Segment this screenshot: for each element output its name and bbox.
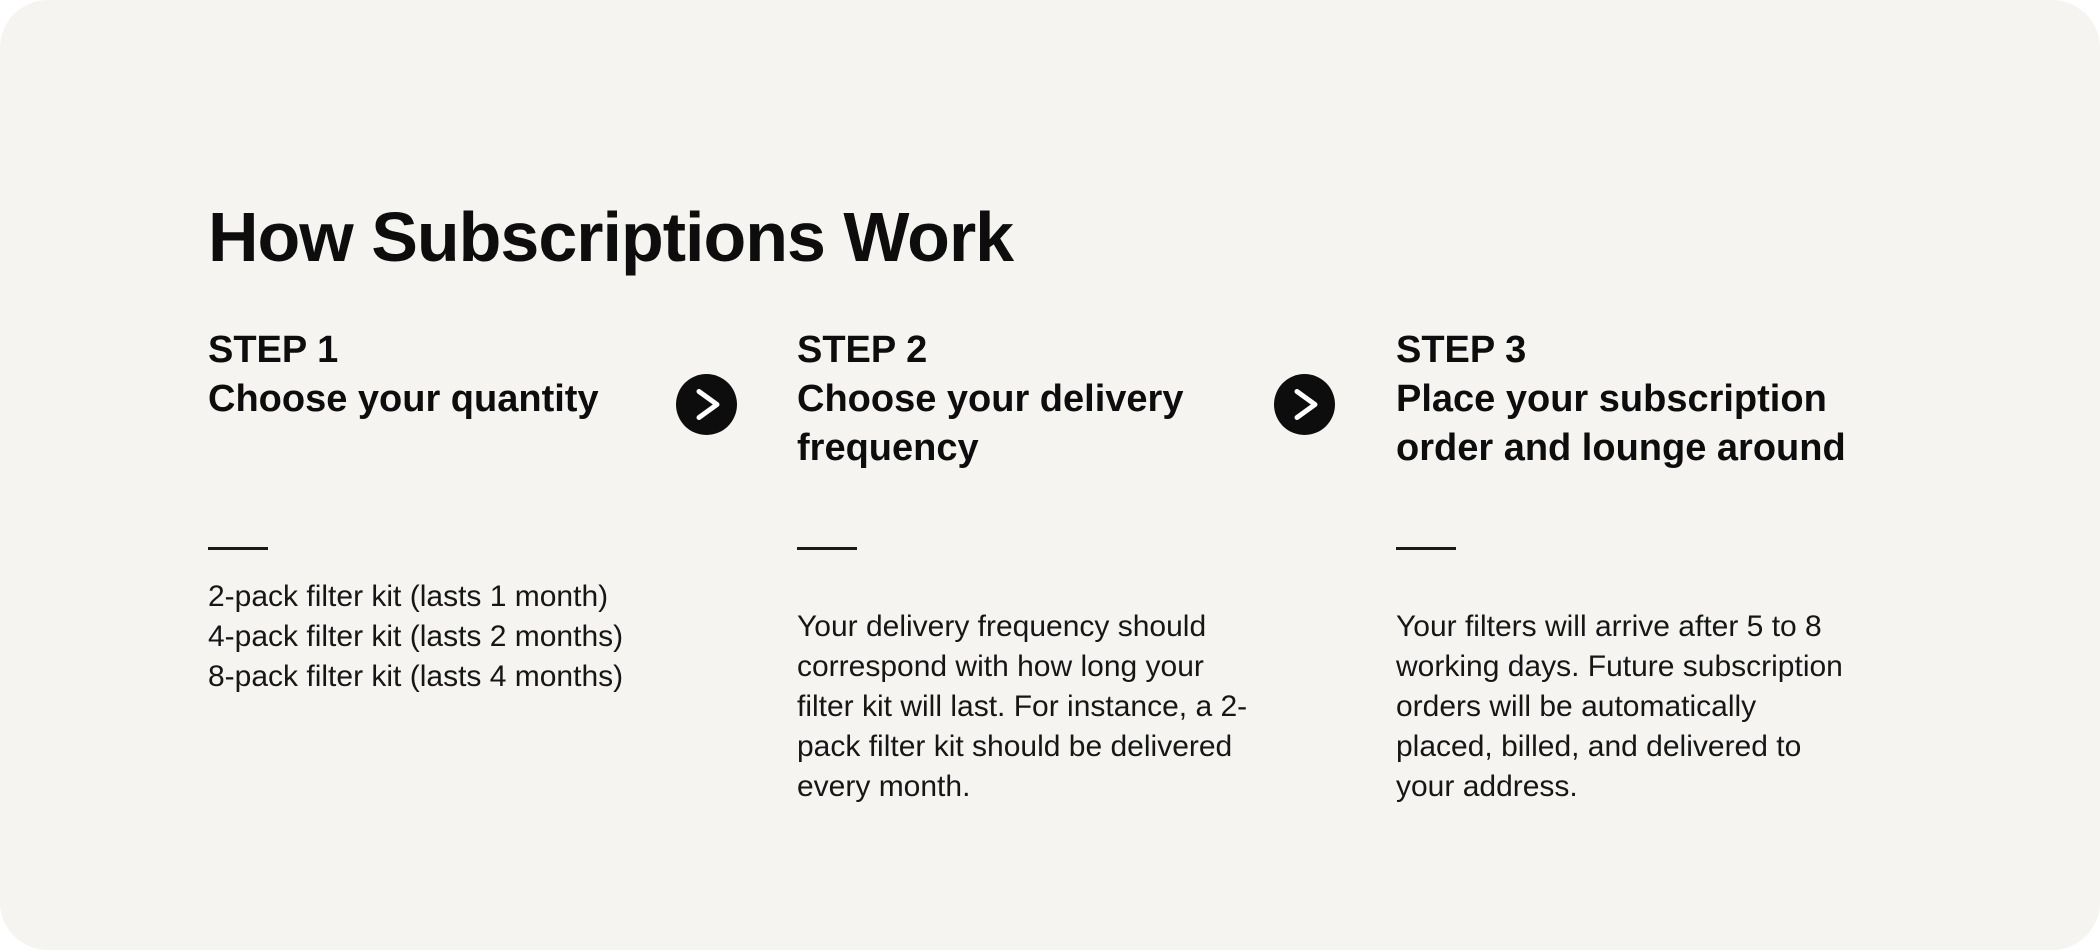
step-1-divider — [208, 547, 268, 550]
step-3-heading: STEP 3 Place your subscription order and… — [1396, 326, 1866, 473]
chevron-right-icon — [1294, 389, 1318, 420]
next-step-arrow-2 — [1274, 374, 1335, 435]
next-step-arrow-1 — [676, 374, 737, 435]
step-2-label: STEP 2 — [797, 329, 928, 371]
step-1-label: STEP 1 — [208, 329, 339, 371]
step-1-heading: STEP 1 Choose your quantity — [208, 326, 678, 424]
step-1-body: 2-pack filter kit (lasts 1 month) 4-pack… — [208, 577, 660, 697]
step-2-heading: STEP 2 Choose your delivery frequency — [797, 326, 1267, 473]
step-1-column: STEP 1 Choose your quantity 2-pack filte… — [208, 326, 678, 886]
kit-option-4-pack: 4-pack filter kit (lasts 2 months) — [208, 620, 624, 653]
step-2-body: Your delivery frequency should correspon… — [797, 610, 1248, 803]
step-2-title: Choose your delivery frequency — [797, 378, 1184, 469]
step-2-divider — [797, 547, 857, 550]
kit-option-8-pack: 8-pack filter kit (lasts 4 months) — [208, 660, 624, 693]
step-3-divider — [1396, 547, 1456, 550]
step-3-label: STEP 3 — [1396, 329, 1527, 371]
step-3-title: Place your subscription order and lounge… — [1396, 378, 1846, 469]
step-3-column: STEP 3 Place your subscription order and… — [1396, 326, 1866, 886]
step-1-title: Choose your quantity — [208, 378, 599, 420]
step-3-body: Your filters will arrive after 5 to 8 wo… — [1396, 610, 1843, 803]
step-2-column: STEP 2 Choose your delivery frequency Yo… — [797, 326, 1267, 886]
chevron-right-icon — [696, 389, 720, 420]
kit-option-2-pack: 2-pack filter kit (lasts 1 month) — [208, 580, 609, 613]
page-title: How Subscriptions Work — [208, 197, 1014, 276]
